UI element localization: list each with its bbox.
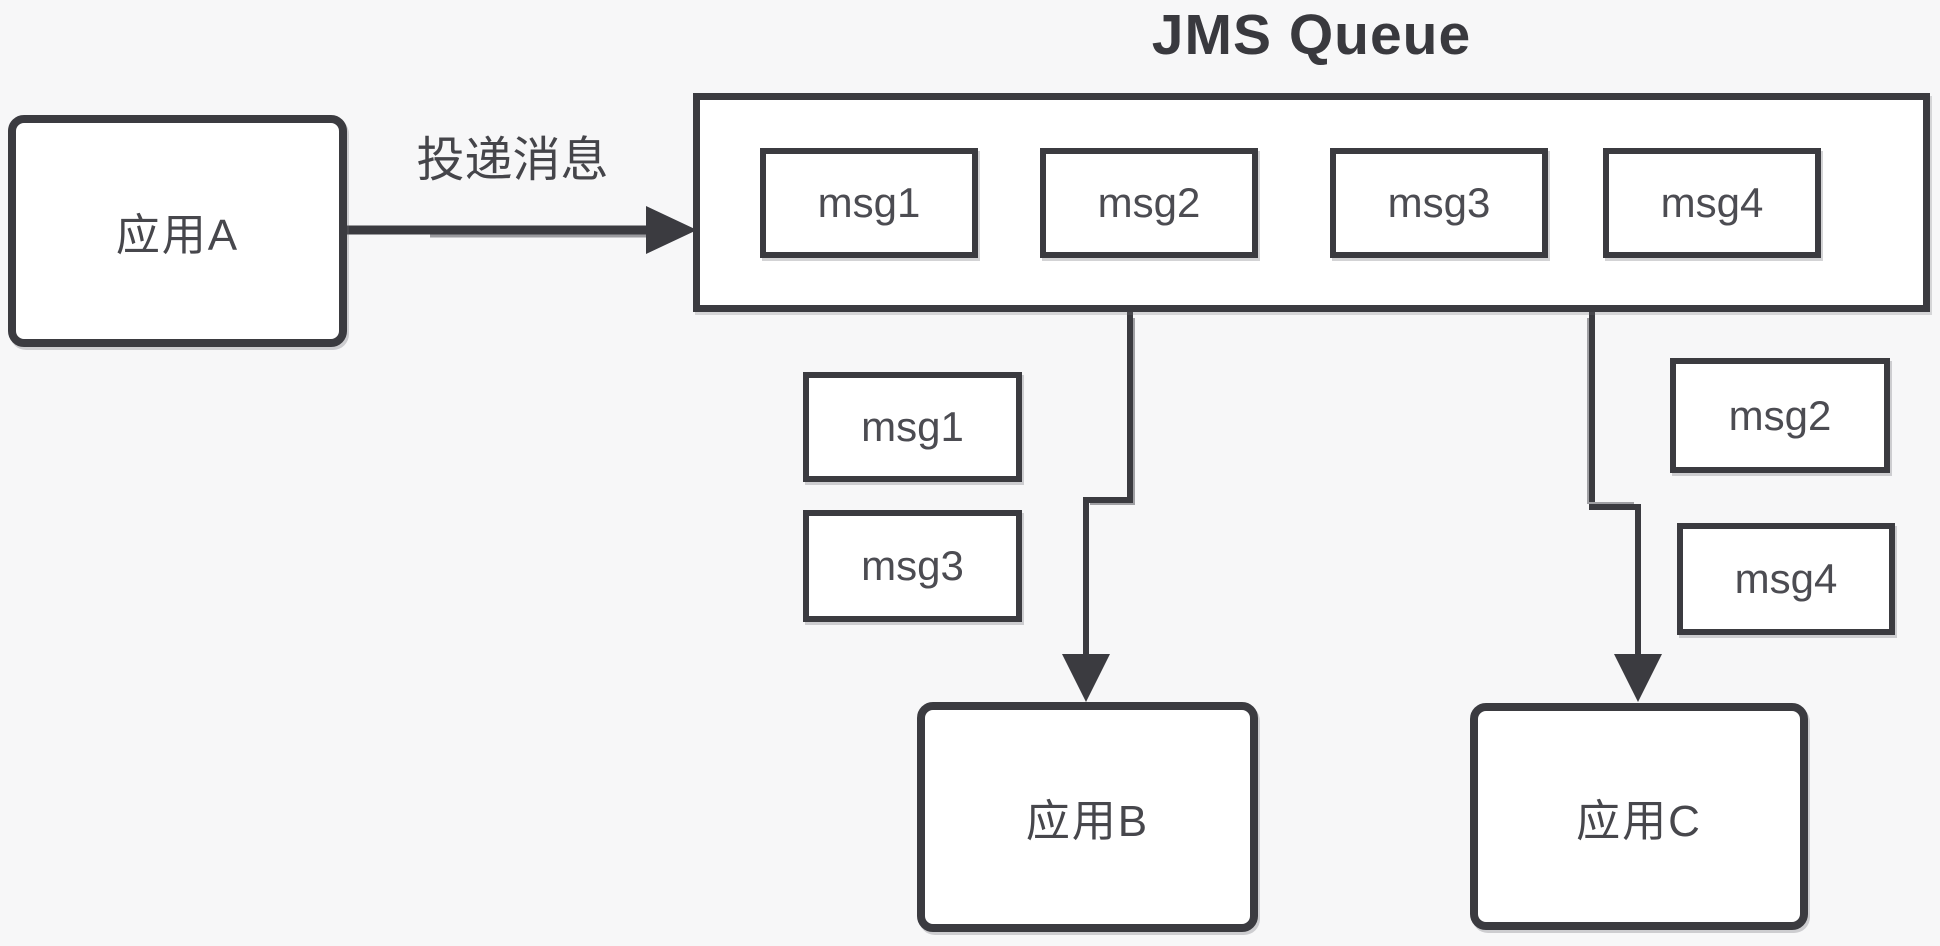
queue-to-b-connector xyxy=(1062,302,1135,702)
consumer-b-message-label: msg3 xyxy=(861,542,964,589)
consumer-b-message-node: msg3 xyxy=(803,510,1022,622)
queue-to-c-connector xyxy=(1587,302,1662,702)
producer-app-a-label: 应用A xyxy=(115,211,240,260)
consumer-c-message-node: msg4 xyxy=(1677,523,1895,635)
queue-message-label: msg3 xyxy=(1387,179,1491,226)
queue-message-node: msg2 xyxy=(1040,148,1258,258)
consumer-app-c-label: 应用C xyxy=(1576,796,1702,846)
queue-message-node: msg4 xyxy=(1603,148,1821,258)
consumer-c-message-label: msg2 xyxy=(1728,391,1832,439)
queue-message-label: msg4 xyxy=(1660,179,1764,226)
delivery-arrow-label: 投递消息 xyxy=(416,134,609,187)
consumer-c-message-node: msg2 xyxy=(1670,358,1890,473)
queue-message-label: msg2 xyxy=(1097,179,1201,226)
consumer-c-message-label: msg4 xyxy=(1734,555,1838,602)
queue-message-node: msg3 xyxy=(1330,148,1548,258)
queue-message-label: msg1 xyxy=(817,179,921,226)
consumer-b-message-label: msg1 xyxy=(861,403,964,450)
producer-app-a-node: 应用A xyxy=(8,115,347,347)
queue-title: JMS Queue xyxy=(1151,3,1472,67)
consumer-app-b-label: 应用B xyxy=(1025,797,1150,846)
delivery-arrow xyxy=(347,206,697,254)
consumer-app-c-node: 应用C xyxy=(1470,703,1808,930)
consumer-app-b-node: 应用B xyxy=(917,702,1258,932)
consumer-b-message-node: msg1 xyxy=(803,372,1022,482)
queue-message-node: msg1 xyxy=(760,148,978,258)
